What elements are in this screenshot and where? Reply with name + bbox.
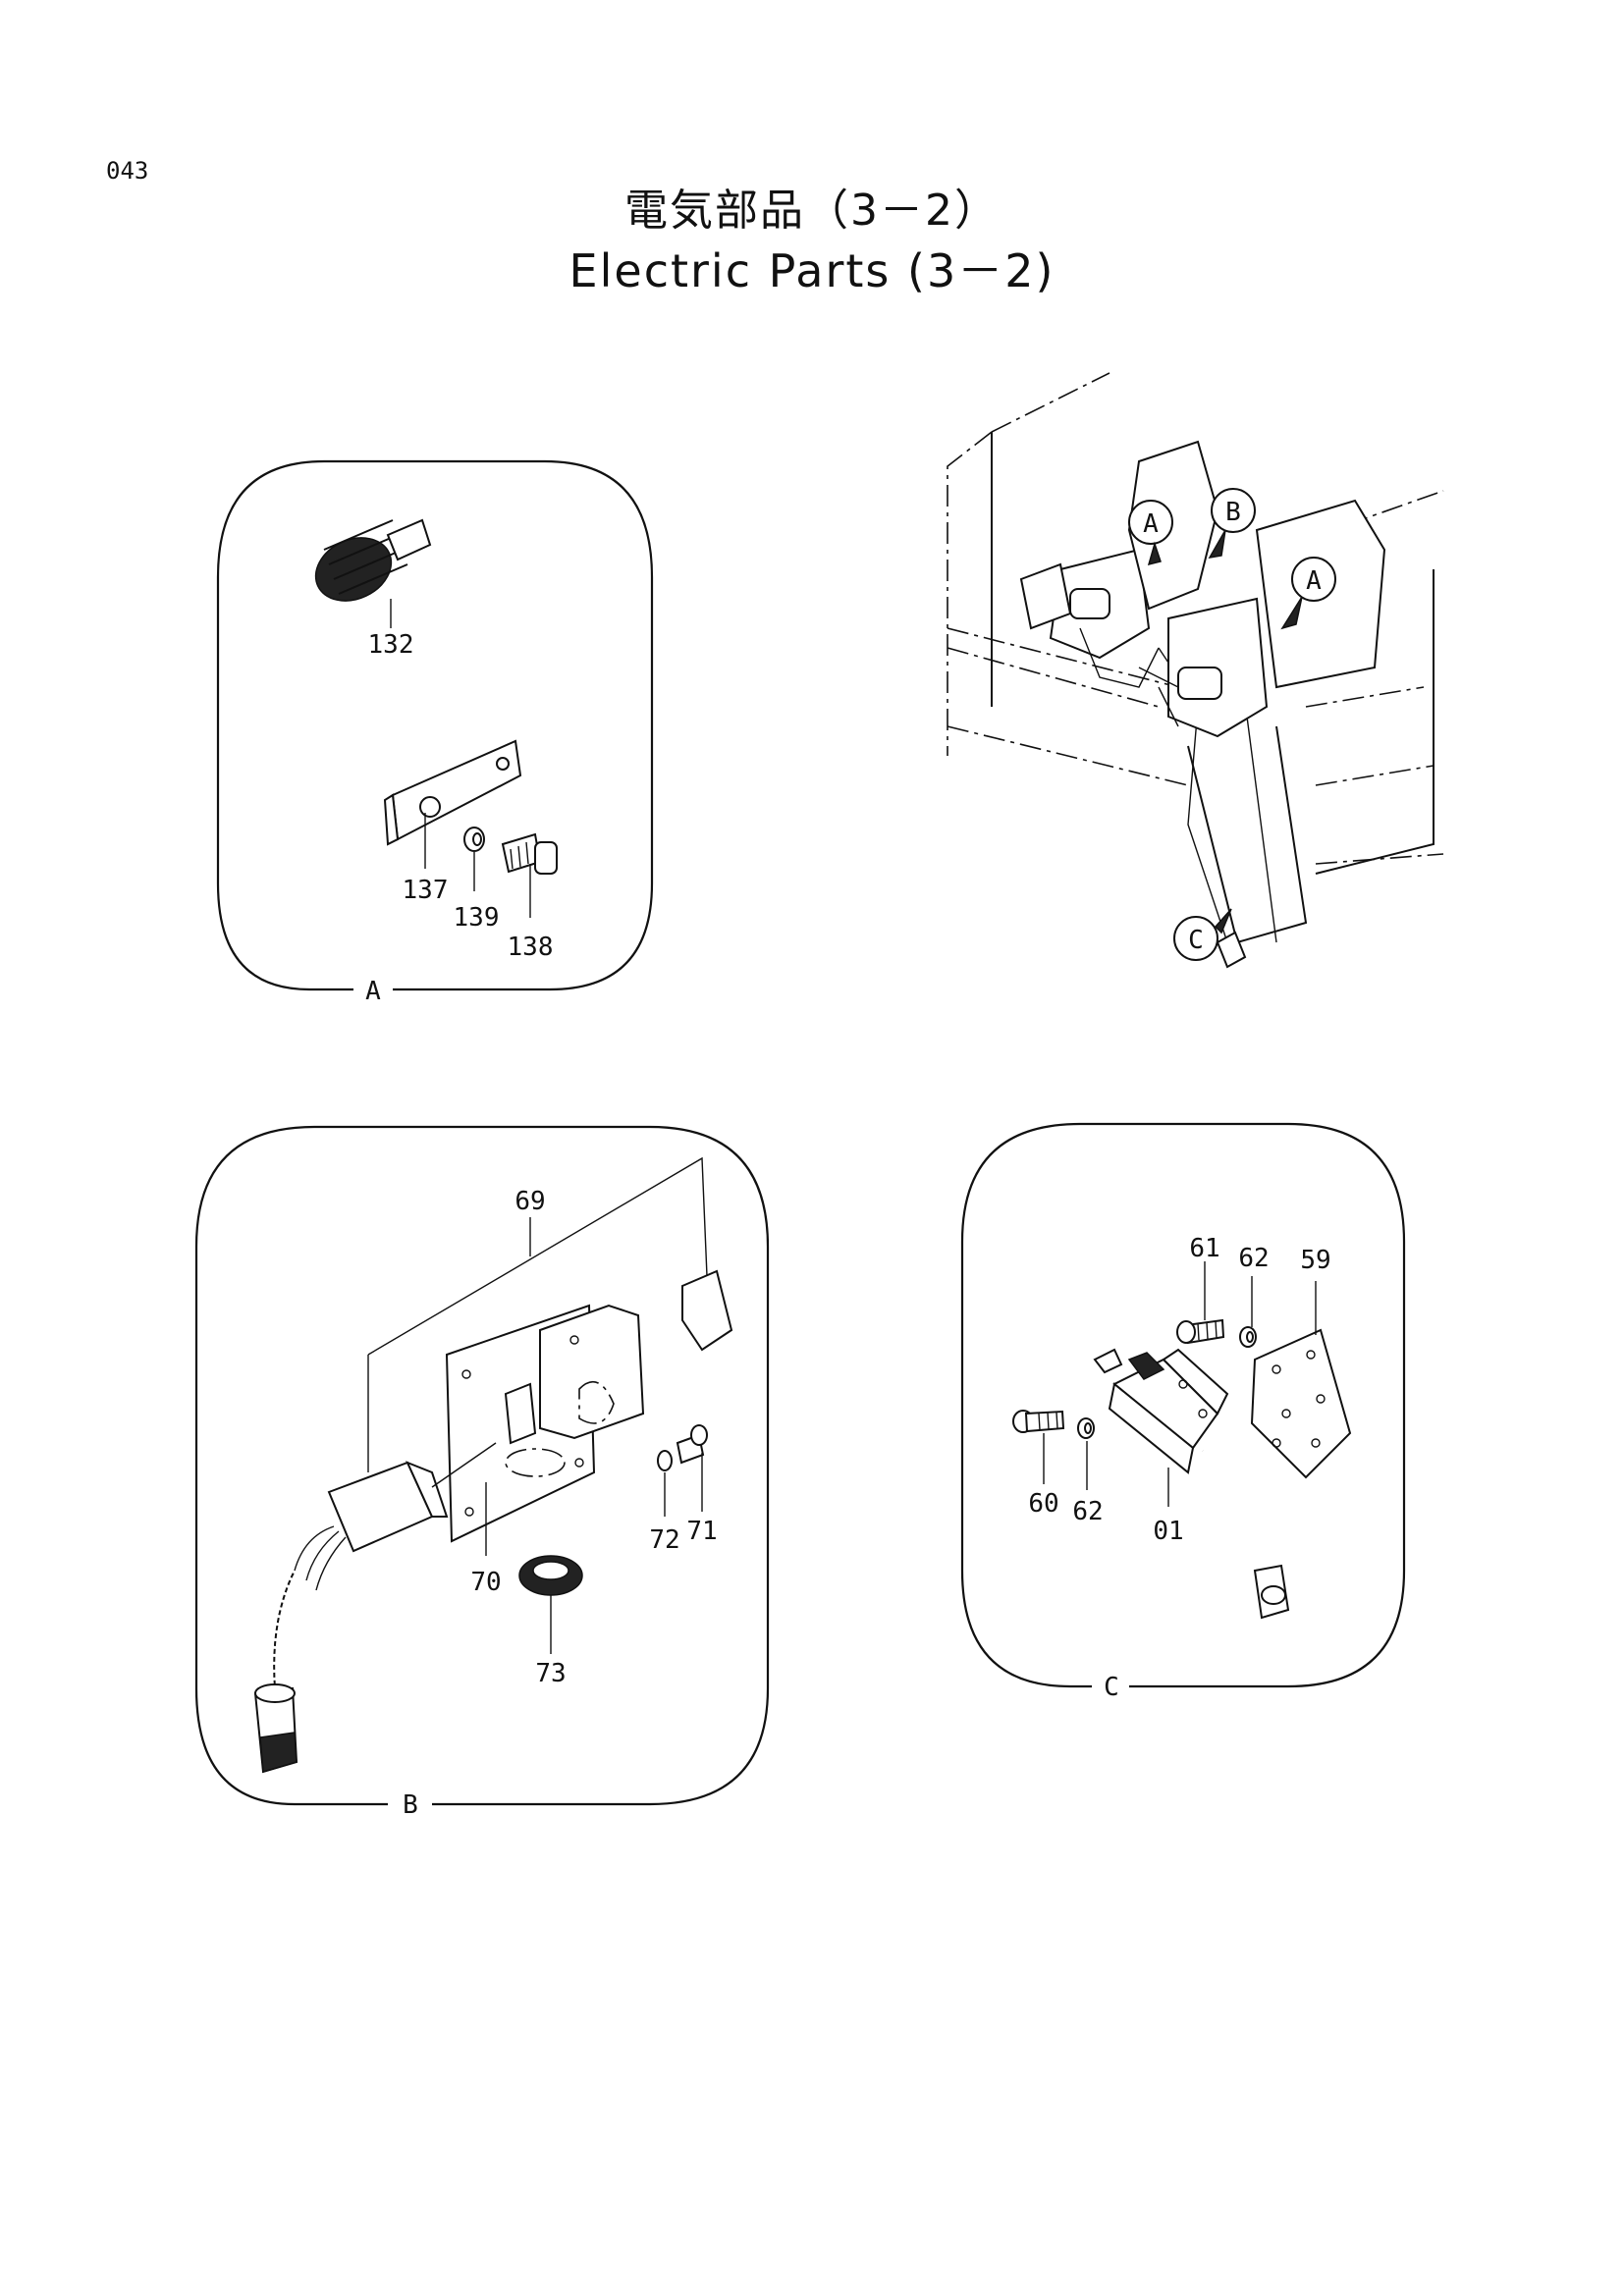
detail-b: B 69 70 72 71 bbox=[194, 1125, 770, 1820]
part-59-plate bbox=[1250, 1328, 1352, 1479]
part-label-01: 01 bbox=[1153, 1517, 1183, 1546]
part-label-72: 72 bbox=[649, 1525, 679, 1555]
part-label-61: 61 bbox=[1189, 1234, 1219, 1263]
detail-a: A 132 137 139 bbox=[216, 459, 654, 1006]
part-70-mount-plate bbox=[445, 1304, 645, 1543]
detail-c-frame-label: C bbox=[1104, 1673, 1119, 1702]
part-132-sensor bbox=[314, 498, 525, 708]
page-title-english: Electric Parts (3－2) bbox=[568, 244, 1056, 297]
overview-callout-b: B bbox=[1208, 488, 1256, 559]
part-71-screw bbox=[676, 1424, 708, 1465]
part-label-62-top: 62 bbox=[1238, 1244, 1269, 1273]
part-label-138: 138 bbox=[508, 933, 554, 962]
overview-callout-c: C bbox=[1173, 908, 1232, 961]
part-73-grommet bbox=[518, 1555, 583, 1596]
page-title-japanese: 電気部品（3－2） bbox=[624, 186, 1000, 236]
part-label-62-bottom: 62 bbox=[1072, 1497, 1103, 1526]
detail-a-frame-label: A bbox=[365, 977, 381, 1006]
part-label-132: 132 bbox=[368, 630, 414, 660]
svg-text:C: C bbox=[1188, 926, 1204, 955]
part-label-139: 139 bbox=[454, 903, 500, 933]
part-139-washer bbox=[463, 827, 485, 852]
part-62-washer-bottom bbox=[1077, 1417, 1095, 1439]
part-label-60: 60 bbox=[1028, 1489, 1058, 1519]
svg-text:A: A bbox=[1306, 566, 1322, 596]
part-label-137: 137 bbox=[403, 876, 449, 905]
part-137-plate bbox=[383, 739, 522, 846]
part-60-screw bbox=[1012, 1410, 1065, 1433]
part-label-59: 59 bbox=[1300, 1246, 1330, 1275]
page-number: 043 bbox=[106, 157, 149, 185]
part-label-71: 71 bbox=[686, 1517, 717, 1546]
overview-callout-a-left: A bbox=[1128, 500, 1173, 566]
detail-b-frame-label: B bbox=[403, 1790, 418, 1820]
part-138-bolt bbox=[501, 832, 558, 875]
detail-c: C 61 62 59 bbox=[960, 1122, 1406, 1702]
svg-text:B: B bbox=[1225, 498, 1241, 527]
part-62-washer-top bbox=[1239, 1326, 1257, 1348]
overview-assembly: A B A C bbox=[947, 372, 1444, 969]
svg-text:A: A bbox=[1143, 509, 1159, 539]
overview-callout-a-right: A bbox=[1280, 557, 1336, 630]
part-label-69: 69 bbox=[514, 1187, 545, 1216]
part-69-bracket-tab bbox=[681, 1269, 733, 1352]
part-01-switch bbox=[1093, 1348, 1290, 1620]
part-69-sensor-harness bbox=[253, 1461, 449, 1774]
part-61-screw bbox=[1176, 1318, 1225, 1345]
part-label-70: 70 bbox=[470, 1568, 501, 1597]
part-label-73: 73 bbox=[535, 1659, 566, 1688]
part-72-washer bbox=[657, 1450, 673, 1471]
